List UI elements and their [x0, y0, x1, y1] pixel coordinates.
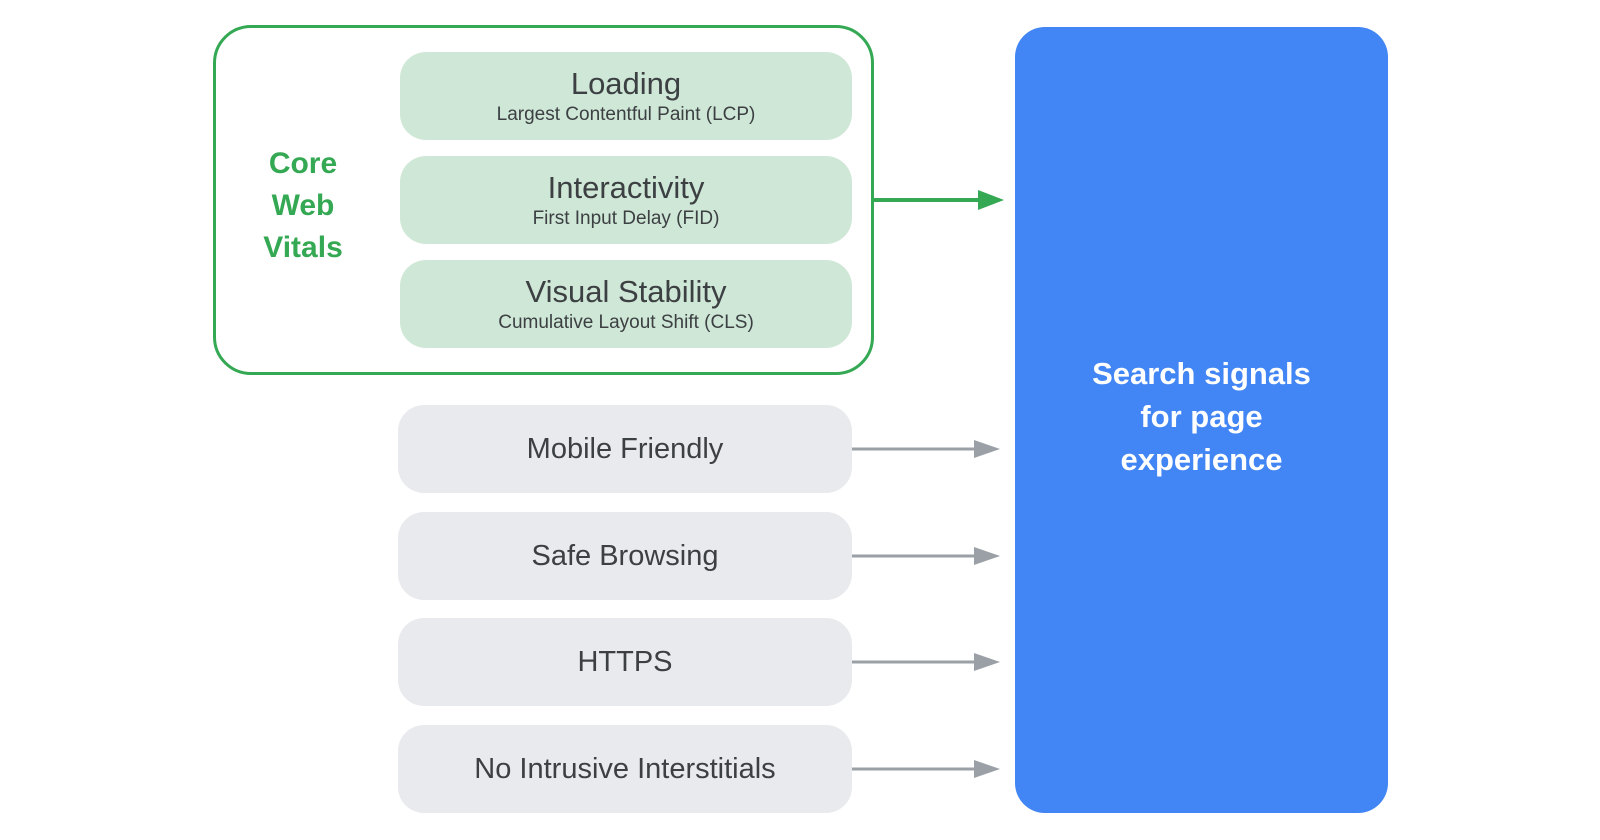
vital-subtitle-cls: Cumulative Layout Shift (CLS) — [498, 311, 754, 333]
signal-label-mobile-friendly: Mobile Friendly — [526, 433, 724, 465]
arrow-safe-browsing-icon — [852, 547, 1000, 565]
vital-subtitle-lcp: Largest Contentful Paint (LCP) — [496, 103, 756, 125]
vital-box-visual-stability: Visual Stability Cumulative Layout Shift… — [400, 260, 852, 348]
arrow-https-icon — [852, 653, 1000, 671]
vital-subtitle-fid: First Input Delay (FID) — [532, 207, 720, 229]
vital-title-loading: Loading — [570, 65, 682, 101]
arrow-no-intrusive-interstitials-icon — [852, 760, 1000, 778]
signal-box-safe-browsing: Safe Browsing — [398, 512, 852, 600]
core-web-vitals-label: Core Web Vitals — [263, 147, 343, 264]
search-signals-panel: Search signals for page experience — [1015, 27, 1388, 813]
vital-box-interactivity: Interactivity First Input Delay (FID) — [400, 156, 852, 244]
vital-box-loading: Loading Largest Contentful Paint (LCP) — [400, 52, 852, 140]
signal-box-no-intrusive-interstitials: No Intrusive Interstitials — [398, 725, 852, 813]
signal-box-mobile-friendly: Mobile Friendly — [398, 405, 852, 493]
arrow-mobile-friendly-icon — [852, 440, 1000, 458]
arrow-core-web-vitals-icon — [874, 190, 1004, 210]
signal-label-https: HTTPS — [577, 646, 673, 678]
signal-label-no-intrusive-interstitials: No Intrusive Interstitials — [474, 753, 776, 785]
search-signals-label: Search signals for page experience — [1092, 355, 1311, 477]
signal-box-https: HTTPS — [398, 618, 852, 706]
vital-title-visual-stability: Visual Stability — [525, 273, 727, 309]
signal-label-safe-browsing: Safe Browsing — [531, 540, 719, 572]
vital-title-interactivity: Interactivity — [547, 169, 705, 205]
